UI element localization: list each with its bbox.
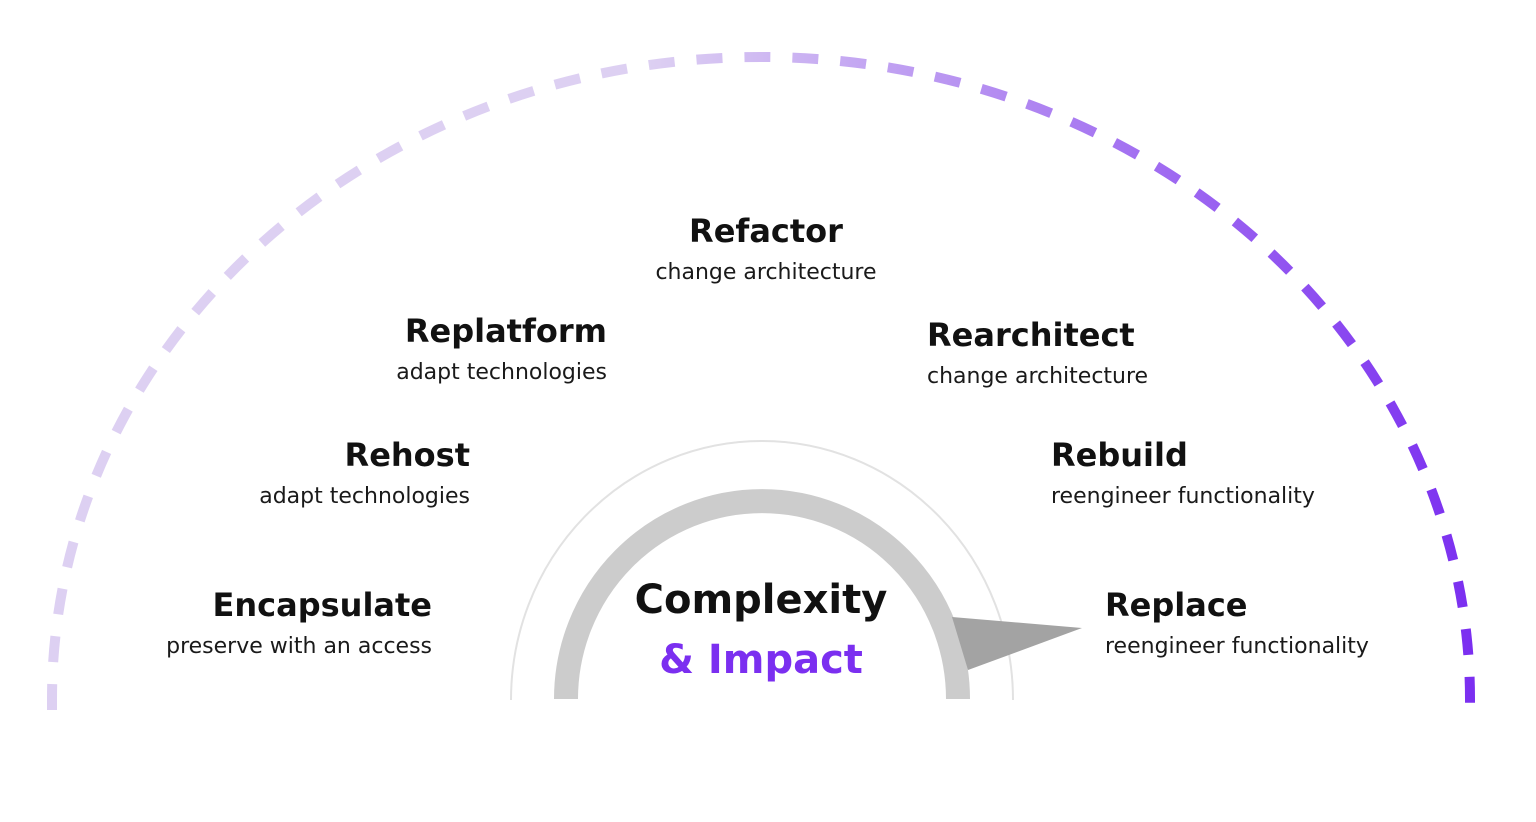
stage-rebuild-desc: reengineer functionality <box>1051 484 1315 510</box>
stage-refactor-title: Refactor <box>689 212 843 250</box>
stage-encapsulate-desc: preserve with an access <box>166 634 432 660</box>
gauge-pointer <box>952 617 1082 670</box>
stage-encapsulate-title: Encapsulate <box>212 586 433 624</box>
stage-replace: Replace reengineer functionality <box>1105 586 1369 661</box>
stage-refactor: Refactor change architecture <box>566 212 966 287</box>
center-title: Complexity <box>634 577 888 623</box>
stage-replatform-title: Replatform <box>404 312 607 350</box>
center-subtitle: & Impact <box>659 637 863 683</box>
stage-rehost: Rehost adapt technologies <box>259 436 470 511</box>
stage-rearchitect-title: Rearchitect <box>927 316 1135 354</box>
stage-replatform-desc: adapt technologies <box>396 360 607 386</box>
gauge-arc <box>554 489 970 700</box>
stage-encapsulate: Encapsulate preserve with an access <box>166 586 432 661</box>
stage-rehost-title: Rehost <box>344 436 470 474</box>
stage-rebuild-title: Rebuild <box>1051 436 1188 474</box>
stage-rearchitect-desc: change architecture <box>927 364 1149 390</box>
gauge-outline-arc <box>510 440 1014 701</box>
stage-replatform: Replatform adapt technologies <box>396 312 607 387</box>
stage-rearchitect: Rearchitect change architecture <box>927 316 1148 391</box>
stage-replace-desc: reengineer functionality <box>1105 634 1369 660</box>
stage-rehost-desc: adapt technologies <box>259 484 470 510</box>
stage-refactor-desc: change architecture <box>655 260 877 286</box>
outer-dashed-arc <box>47 52 1475 722</box>
stage-rebuild: Rebuild reengineer functionality <box>1051 436 1315 511</box>
stage-replace-title: Replace <box>1105 586 1248 624</box>
